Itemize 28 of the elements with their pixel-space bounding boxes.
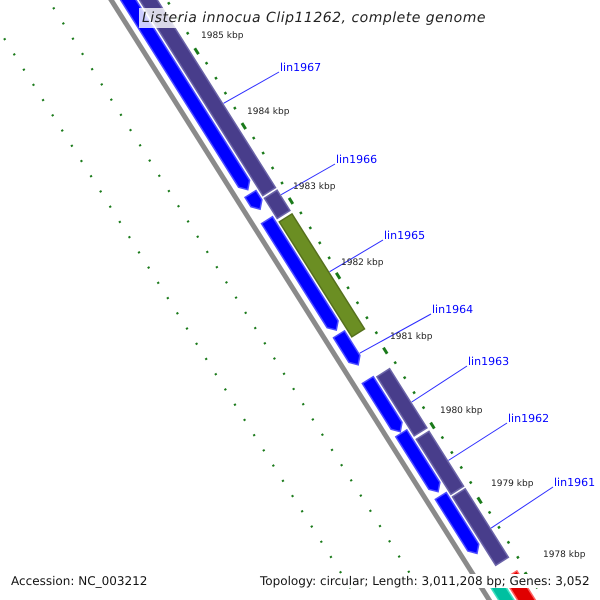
scale-label: 1984 kbp [247, 107, 290, 118]
gene-label: lin1963 [468, 355, 510, 368]
scale-label: 1978 kbp [543, 550, 586, 561]
gene-segment [451, 488, 510, 566]
gene-label: lin1962 [508, 412, 550, 425]
leader-line [329, 240, 384, 272]
leader-line [490, 486, 554, 529]
accession-text: Accession: NC_003212 [9, 574, 150, 588]
gene-label: lin1964 [432, 303, 474, 316]
gene-segment [415, 430, 465, 496]
gene-label: lin1966 [336, 153, 378, 166]
gene-segment [278, 212, 366, 338]
leader-line [223, 72, 280, 104]
gene-segment [376, 368, 428, 437]
scale-label: 1982 kbp [341, 258, 384, 269]
scale-label: 1980 kbp [440, 406, 482, 417]
scale-label: 1983 kbp [293, 182, 336, 193]
leader-line [359, 314, 432, 354]
gene-label: lin1961 [554, 476, 596, 489]
scale-label: 1985 kbp [201, 31, 244, 42]
leader-line [280, 164, 336, 196]
gene-segment [263, 189, 291, 220]
scale-label: 1981 kbp [390, 332, 432, 343]
gene-label: lin1965 [384, 229, 426, 242]
scale-label: 1979 kbp [491, 479, 534, 490]
gene-segment [332, 330, 361, 366]
leader-line [448, 422, 508, 461]
gene-label: lin1967 [280, 61, 322, 74]
